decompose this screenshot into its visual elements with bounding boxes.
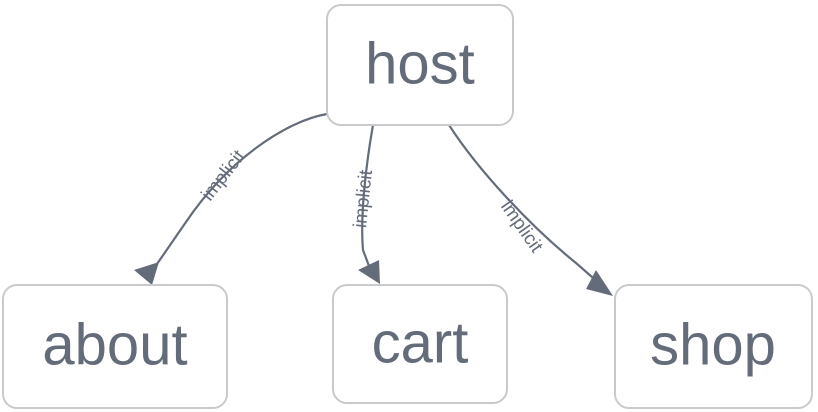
node-about-label: about [42, 312, 187, 377]
edge-host-cart-label: implicit [350, 168, 377, 229]
node-cart-box [332, 284, 508, 404]
node-cart-label: cart [372, 310, 469, 375]
edge-host-cart-path [361, 123, 375, 276]
node-host-label: host [365, 31, 475, 96]
edge-host-cart-arrowhead [358, 260, 380, 284]
edge-host-about-label: implicit [197, 146, 250, 205]
node-shop-box [614, 284, 813, 409]
node-cart[interactable]: cart [332, 284, 508, 404]
node-about[interactable]: about [2, 284, 228, 409]
node-shop[interactable]: shop [614, 284, 813, 409]
node-host[interactable]: host [326, 4, 514, 126]
edge-host-about[interactable]: implicit [134, 112, 329, 285]
edge-host-shop-path [447, 123, 602, 286]
edge-host-about-arrowhead [134, 262, 159, 285]
node-host-box [326, 4, 514, 126]
edge-host-shop-arrowhead [586, 270, 613, 296]
node-shop-label: shop [650, 312, 776, 377]
node-about-box [2, 284, 228, 409]
edge-host-shop[interactable]: implicit [447, 123, 613, 296]
edge-host-about-path [146, 112, 329, 279]
edge-host-shop-label: implicit [496, 197, 547, 257]
edge-host-cart[interactable]: implicit [350, 123, 380, 284]
